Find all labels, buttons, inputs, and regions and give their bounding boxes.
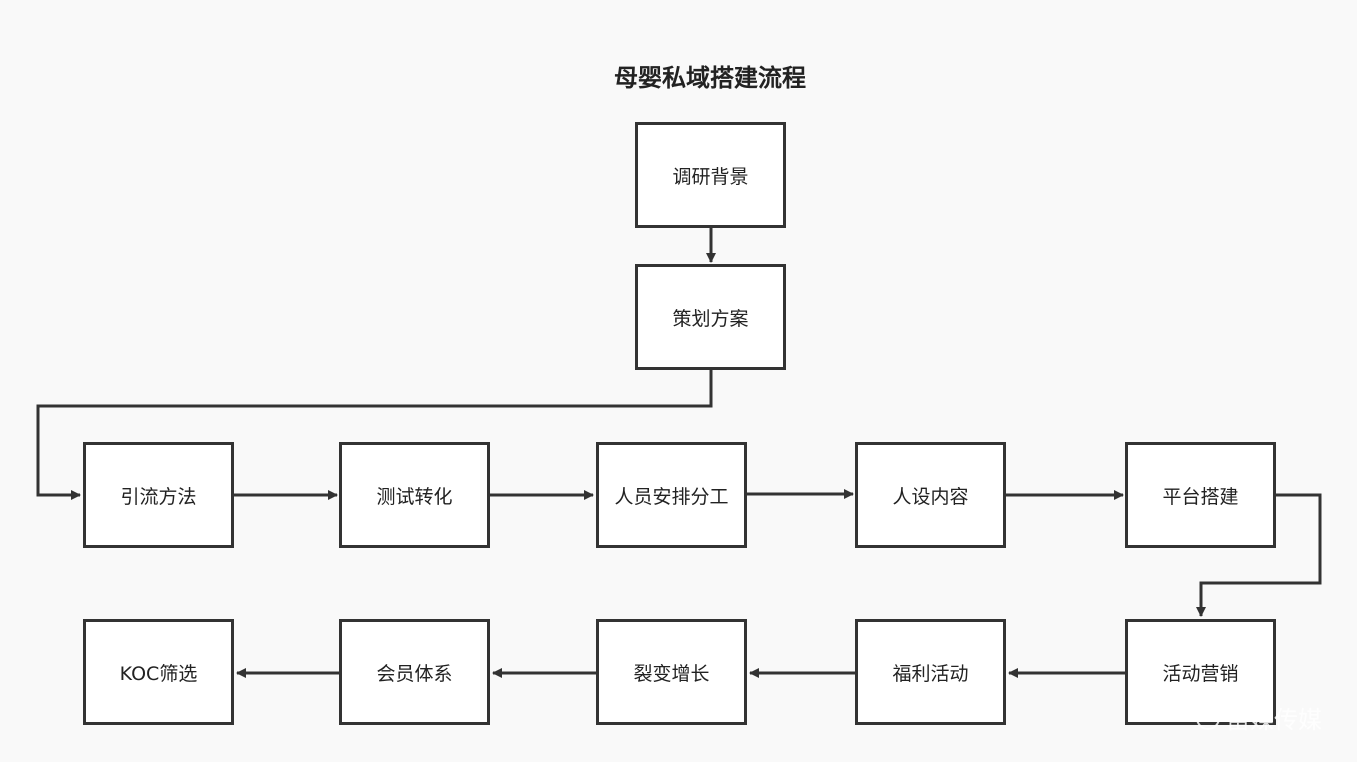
arrow-platform-to-marketing <box>1196 493 1322 617</box>
node-research[interactable]: 调研背景 <box>635 122 786 228</box>
watermark-logo-icon <box>1196 705 1220 730</box>
watermark: 富媒传媒 <box>1196 700 1322 735</box>
node-membership[interactable]: 会员体系 <box>339 619 490 725</box>
node-planning[interactable]: 策划方案 <box>635 264 786 370</box>
arrow-planning-to-traffic <box>36 370 713 500</box>
node-fission[interactable]: 裂变增长 <box>596 619 747 725</box>
watermark-text: 富媒传媒 <box>1226 706 1322 734</box>
node-traffic[interactable]: 引流方法 <box>83 442 234 548</box>
node-conversion[interactable]: 测试转化 <box>339 442 490 548</box>
node-staffing[interactable]: 人员安排分工 <box>596 442 747 548</box>
node-platform[interactable]: 平台搭建 <box>1125 442 1276 548</box>
node-koc[interactable]: KOC筛选 <box>83 619 234 725</box>
node-persona[interactable]: 人设内容 <box>855 442 1006 548</box>
diagram-title: 母婴私域搭建流程 <box>614 64 806 92</box>
node-benefits[interactable]: 福利活动 <box>855 619 1006 725</box>
